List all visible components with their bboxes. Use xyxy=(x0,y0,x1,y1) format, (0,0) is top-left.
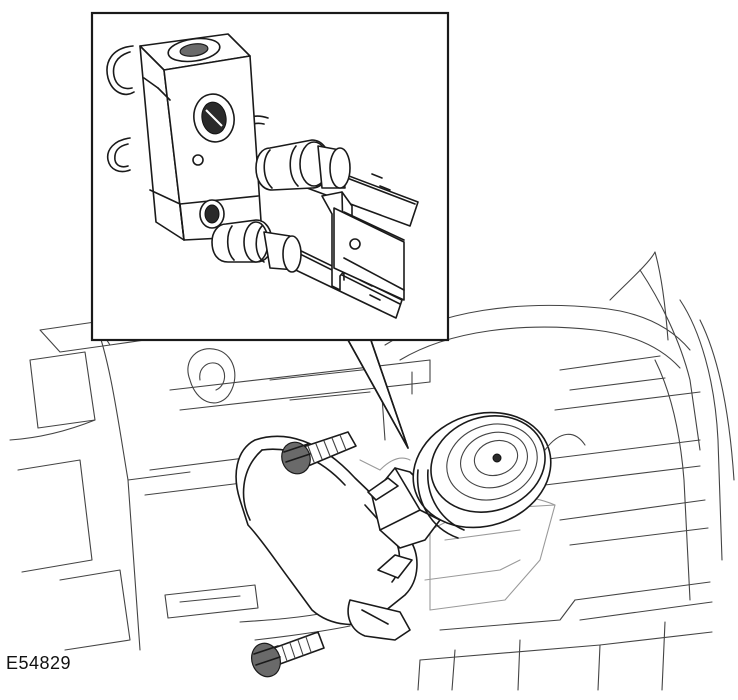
refrigerant-hose xyxy=(235,435,441,641)
lower-bolt xyxy=(251,631,325,678)
upper-bolt xyxy=(281,431,357,475)
detail-inset xyxy=(90,11,450,342)
pipe-bracket xyxy=(321,191,405,301)
expansion-valve-block xyxy=(139,33,263,241)
upper-pipe xyxy=(255,139,419,227)
figure-id-label: E54829 xyxy=(6,653,72,673)
compressor-pulley xyxy=(412,411,586,539)
